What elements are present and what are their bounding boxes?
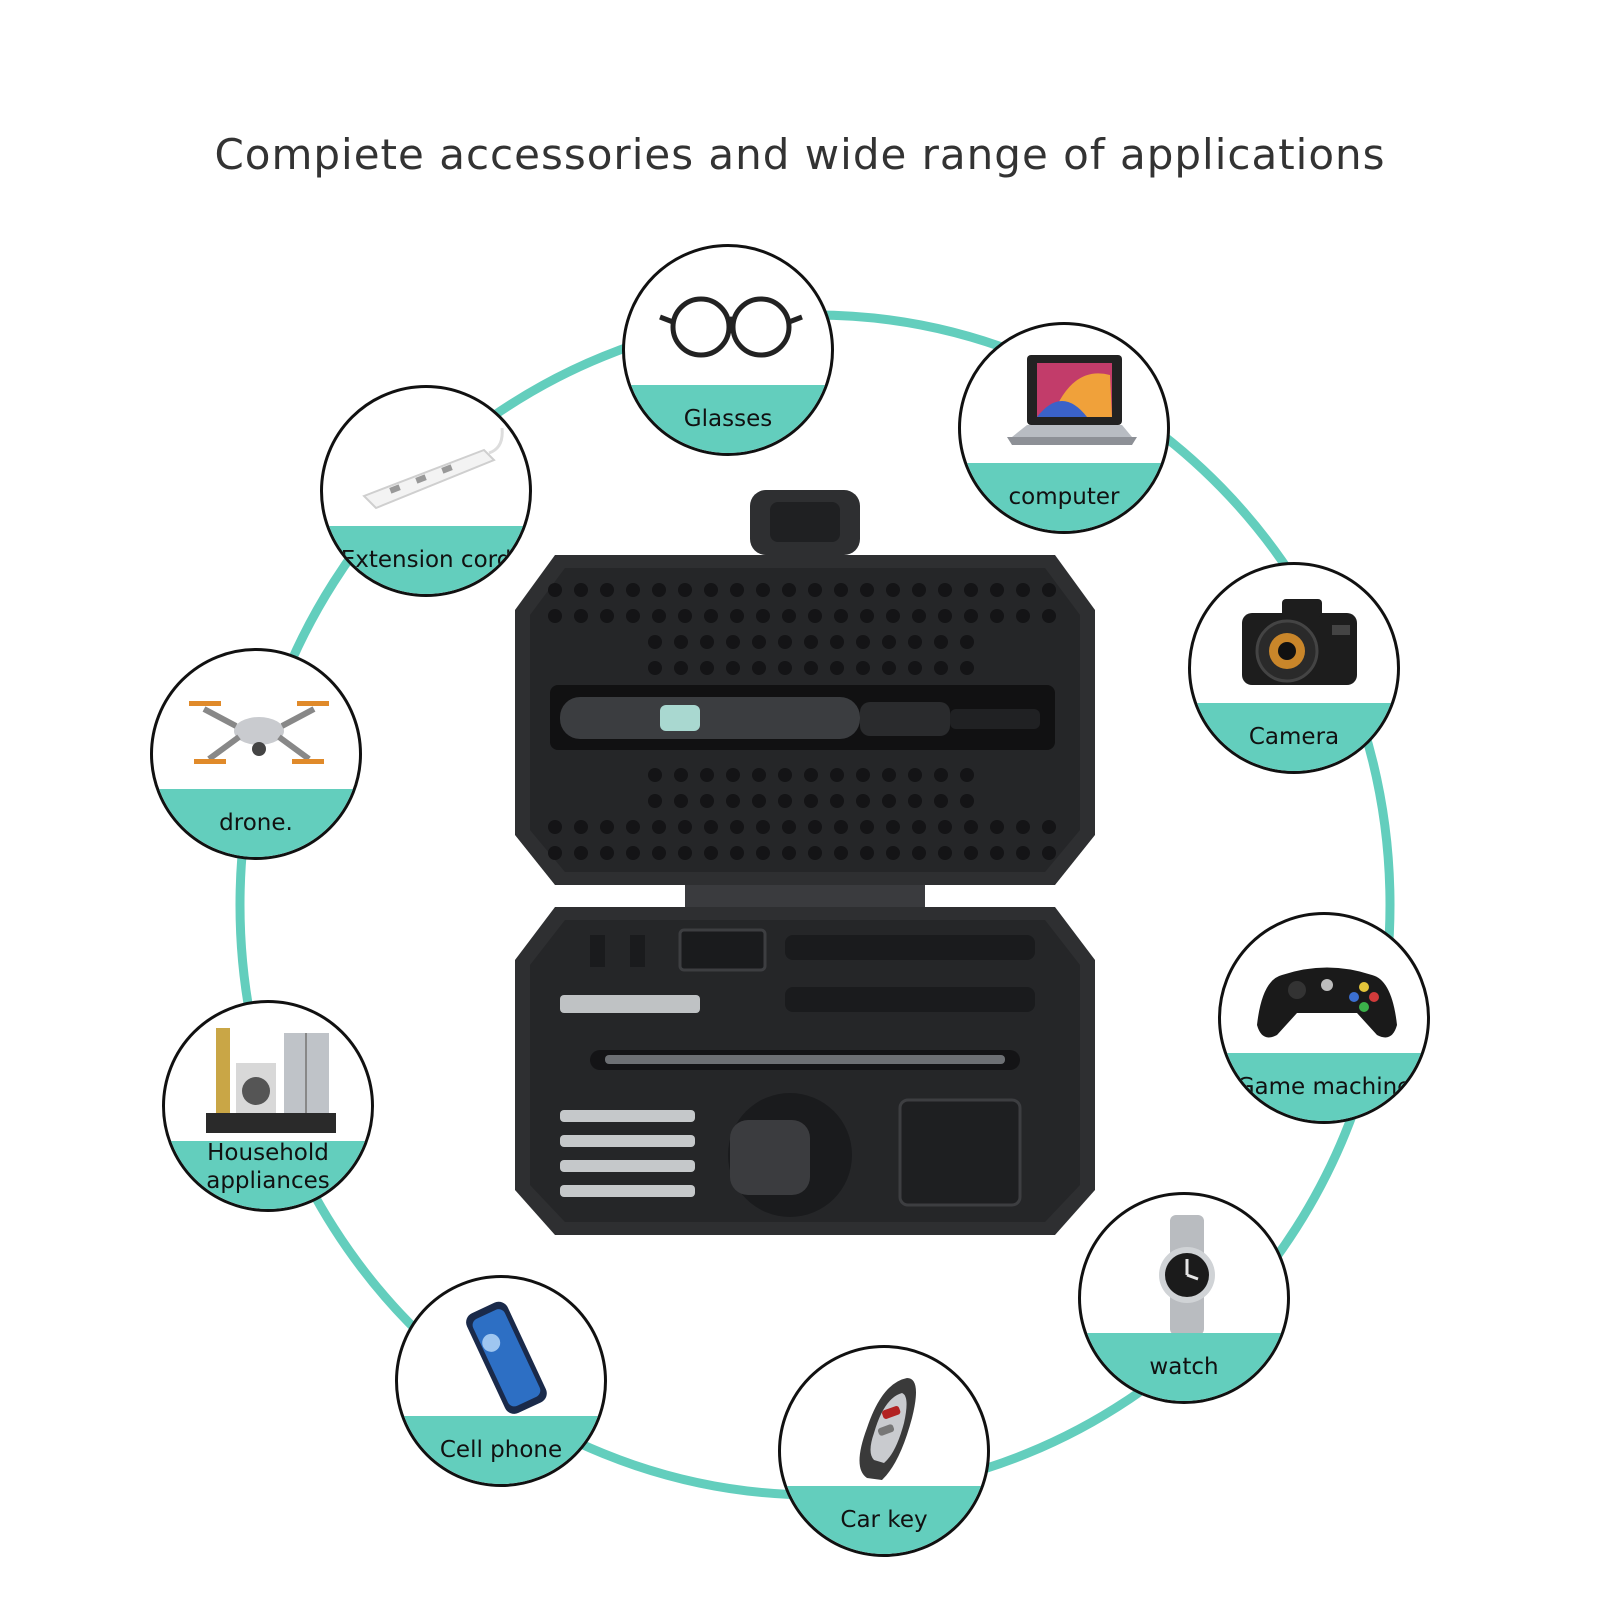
drone-icon (184, 671, 334, 791)
application-circle: watch (1078, 1192, 1290, 1404)
application-label: watch (1149, 1354, 1219, 1380)
application-circle: Glasses (622, 244, 834, 456)
label-band (153, 789, 359, 857)
car-key-icon (812, 1368, 962, 1488)
application-label: Cell phone (439, 1437, 563, 1463)
application-label: computer (1008, 484, 1120, 510)
application-label: Car key (840, 1507, 928, 1533)
phone-icon (429, 1298, 579, 1418)
application-label: Glasses (683, 406, 773, 432)
glasses-icon (656, 267, 806, 387)
application-circle: computer (958, 322, 1170, 534)
laptop-icon (992, 345, 1142, 465)
appliances-icon (196, 1023, 346, 1143)
camera-icon (1222, 585, 1372, 705)
application-circle: Camera (1188, 562, 1400, 774)
application-circle: drone. (150, 648, 362, 860)
application-label: Household appliances (206, 1140, 330, 1194)
screwdriver-kit-icon (515, 490, 1095, 1235)
gamepad-icon (1252, 935, 1402, 1055)
application-label: Game machine (1236, 1074, 1412, 1100)
label-band (1221, 1053, 1427, 1121)
label-band (398, 1416, 604, 1484)
application-label: Extension cord (340, 547, 512, 573)
application-circle: Car key (778, 1345, 990, 1557)
application-circle: Household appliances (162, 1000, 374, 1212)
page-title: Compiete accessories and wide range of a… (214, 130, 1386, 179)
label-band (323, 526, 529, 594)
application-circle: Extension cord (320, 385, 532, 597)
label-band (625, 385, 831, 453)
watch-icon (1112, 1215, 1262, 1335)
application-label: drone. (219, 810, 293, 836)
application-circle: Game machine (1218, 912, 1430, 1124)
label-band (165, 1141, 371, 1209)
power-strip-icon (354, 408, 504, 528)
label-band (961, 463, 1167, 531)
label-band (781, 1486, 987, 1554)
application-circle: Cell phone (395, 1275, 607, 1487)
label-band (1191, 703, 1397, 771)
application-label: Camera (1248, 724, 1340, 750)
label-band (1081, 1333, 1287, 1401)
